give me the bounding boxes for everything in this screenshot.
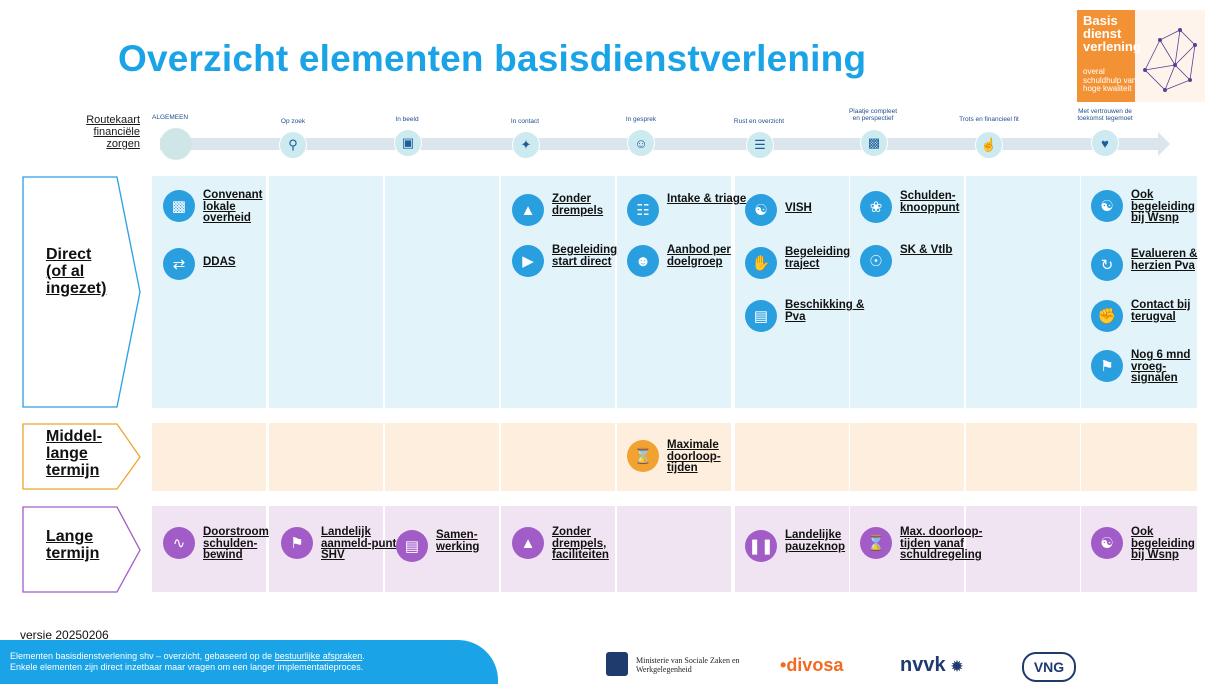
handshake-icon: ✊ [1091,300,1123,332]
hub-icon: ❀ [860,191,892,223]
cycle-document-icon: ↻ [1091,249,1123,281]
cell-direct-7 [966,176,1080,408]
pause-icon: ❚❚ [745,530,777,562]
hourglass-icon: ⌛ [627,440,659,472]
magnifier-icon: ⚲ [279,131,307,159]
overview-icon: ☰ [746,131,774,159]
support-people-icon: ☯ [1091,190,1123,222]
item-begeleiding-start: ▶ Begeleiding start direct [512,244,632,277]
stage-label-algemeen: ALGEMEEN [152,114,189,121]
stage-label-in-contact: In contact [510,118,540,125]
item-aanbod: ☻ Aanbod per doelgroep [627,244,747,277]
item-intake: ☷ Intake & triage [627,193,746,226]
middel-row-arrow [22,423,141,490]
id-card-icon: ▤ [396,530,428,562]
rijksoverheid-emblem-icon [606,652,628,676]
item-ddas: ⇄ DDAS [163,248,236,280]
person-icon: ☻ [627,245,659,277]
algemeen-icon [160,128,192,160]
item-convenant: ▩ Convenant lokale overheid [163,189,283,225]
network-icon: ✦ [512,131,540,159]
service-bell-icon: ▲ [512,194,544,226]
chat-icon: ☷ [627,194,659,226]
cell-lange-4 [617,506,731,592]
item-ook-begeleiding-lange: ☯ Ook begeleiding bij Wsnp [1091,526,1211,562]
item-zonder-drempels: ▲ Zonder drempels [512,193,632,226]
cell-middel-6 [850,423,964,491]
network-map-icon [1135,10,1205,102]
cell-direct-2 [385,176,499,408]
cell-middel-5 [735,423,849,491]
frame-icon: ▣ [394,129,422,157]
item-samenwerking: ▤ Samen-werking [396,529,516,562]
puzzle-icon: ▩ [860,129,888,157]
rooster-icon: ⚑ [1091,350,1123,382]
nvvk-gear-icon: ✹ [951,658,963,674]
cell-middel-7 [966,423,1080,491]
service-bell-icon: ▲ [512,527,544,559]
stage-label-rust-en-overzicht: Rust en overzicht [733,118,785,125]
item-nog-6-mnd: ⚑ Nog 6 mnd vroeg-signalen [1091,349,1211,385]
item-pauzeknop: ❚❚ Landelijke pauzeknop [745,529,865,562]
page-title: Overzicht elementen basisdienstverlening [118,38,867,79]
version-label: versie 20250206 [20,628,109,642]
cell-middel-8 [1081,423,1197,491]
heart-hands-icon: ♥ [1091,129,1119,157]
map-netherlands-icon: ⚑ [281,527,313,559]
item-maximale: ⌛ Maximale doorloop-tijden [627,439,747,475]
footer-text: Elementen basisdienstverlening shv – ove… [10,651,365,672]
item-evalueren: ↻ Evalueren & herzien Pva [1091,248,1211,281]
item-contact-terugval: ✊ Contact bij terugval [1091,299,1211,332]
people-money-icon: ☯ [745,194,777,226]
support-people-icon: ☯ [1091,527,1123,559]
item-landelijk-aanmeld: ⚑ Landelijk aanmeld-punt SHV [281,526,401,562]
hand-coin-icon: ☉ [860,245,892,277]
conversation-icon: ☺ [627,129,655,157]
stage-label-op-zoek: Op zoek [280,118,306,125]
cell-middel-3 [501,423,615,491]
nvvk-logo: nvvk ✹ [900,654,963,676]
item-ook-begeleiding: ☯ Ook begeleiding bij Wsnp [1091,189,1211,225]
item-vish: ☯ VISH [745,194,812,226]
item-schuldenknooppunt: ❀ Schulden-knooppunt [860,190,980,223]
flow-icon: ∿ [163,527,195,559]
cell-middel-0 [152,423,266,491]
vng-logo: VNG [1022,652,1076,682]
cell-direct-1 [269,176,383,408]
divosa-logo: •divosa [780,655,844,675]
item-sk-vtlb: ☉ SK & Vtlb [860,244,952,277]
item-zonder-drempels-faciliteiten: ▲ Zonder drempels, faciliteiten [512,526,632,562]
stage-label-in-gesprek: In gesprek [625,116,657,123]
direct-row-arrow [22,176,141,408]
exchange-icon: ⇄ [163,248,195,280]
item-doorstroom: ∿ Doorstroom schulden-bewind [163,526,283,562]
route-bar [160,138,1160,150]
item-begeleiding-traject: ✋ Begeleiding traject [745,246,865,279]
cell-middel-1 [269,423,383,491]
hourglass-icon: ⌛ [860,527,892,559]
route-arrow [1158,132,1170,156]
stage-label-trots: Trots en financieel fit [959,116,1019,123]
thumbs-up-icon: ☝ [975,131,1003,159]
hands-icon: ✋ [745,247,777,279]
item-beschikking: ▤ Beschikking & Pva [745,299,865,332]
item-max-doorloop: ⌛ Max. doorloop-tijden vanaf schuldregel… [860,526,1010,562]
cell-middel-2 [385,423,499,491]
bestuurlijke-afspraken-link[interactable]: bestuurlijke afspraken [274,651,363,661]
document-icon: ▤ [745,300,777,332]
cell-lange-7 [966,506,1080,592]
footer-band [0,640,498,684]
play-icon: ▶ [512,245,544,277]
stage-label-in-beeld: In beeld [395,116,419,123]
lange-row-arrow [22,506,141,593]
puzzle-people-icon: ▩ [163,190,195,222]
